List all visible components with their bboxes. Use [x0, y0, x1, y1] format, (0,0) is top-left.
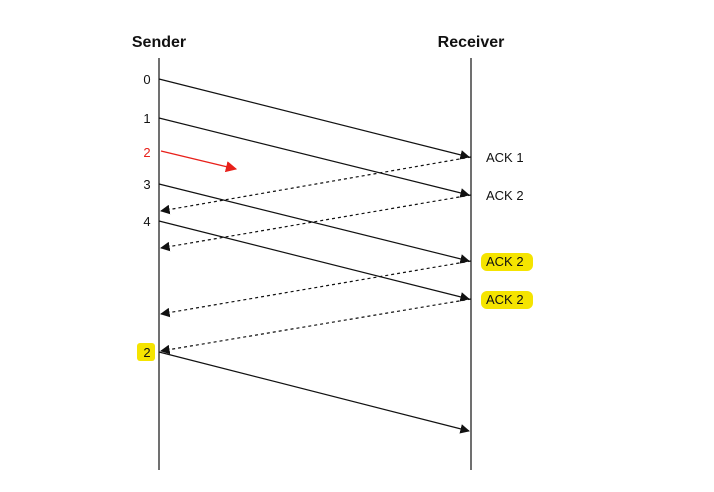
ack-2-dup1-highlight: [481, 253, 533, 271]
ack-1-label: ACK 1: [486, 150, 524, 165]
ack-2-arrow: [160, 194, 472, 252]
packet-2-retransmit-arrow: [158, 351, 470, 434]
ack-2-dup2-highlight: [481, 291, 533, 309]
packet-4-arrow: [158, 220, 470, 302]
ack-1-arrow: [160, 156, 472, 215]
receiver-title: Receiver: [438, 34, 505, 51]
ack-2-dup2-arrow: [160, 298, 472, 355]
packet-1-arrow: [158, 117, 470, 198]
ack-2-dup2-label: ACK 2: [486, 292, 524, 307]
packet-0-label: 0: [143, 72, 150, 87]
ack-2-dup1-label: ACK 2: [486, 254, 524, 269]
retransmit-highlight: [137, 343, 155, 361]
packet-1-label: 1: [143, 111, 150, 126]
packet-2-lost-arrow: [160, 150, 238, 173]
packet-3-arrow: [158, 183, 470, 264]
packet-2-retransmit-label: 2: [143, 345, 150, 360]
ack-2-dup1-arrow: [160, 260, 472, 318]
ack-2-label: ACK 2: [486, 188, 524, 203]
packet-0-arrow: [158, 78, 470, 160]
packet-4-label: 4: [143, 214, 150, 229]
packet-3-label: 3: [143, 177, 150, 192]
sender-title: Sender: [132, 34, 186, 51]
packet-2-lost-label: 2: [143, 145, 150, 160]
